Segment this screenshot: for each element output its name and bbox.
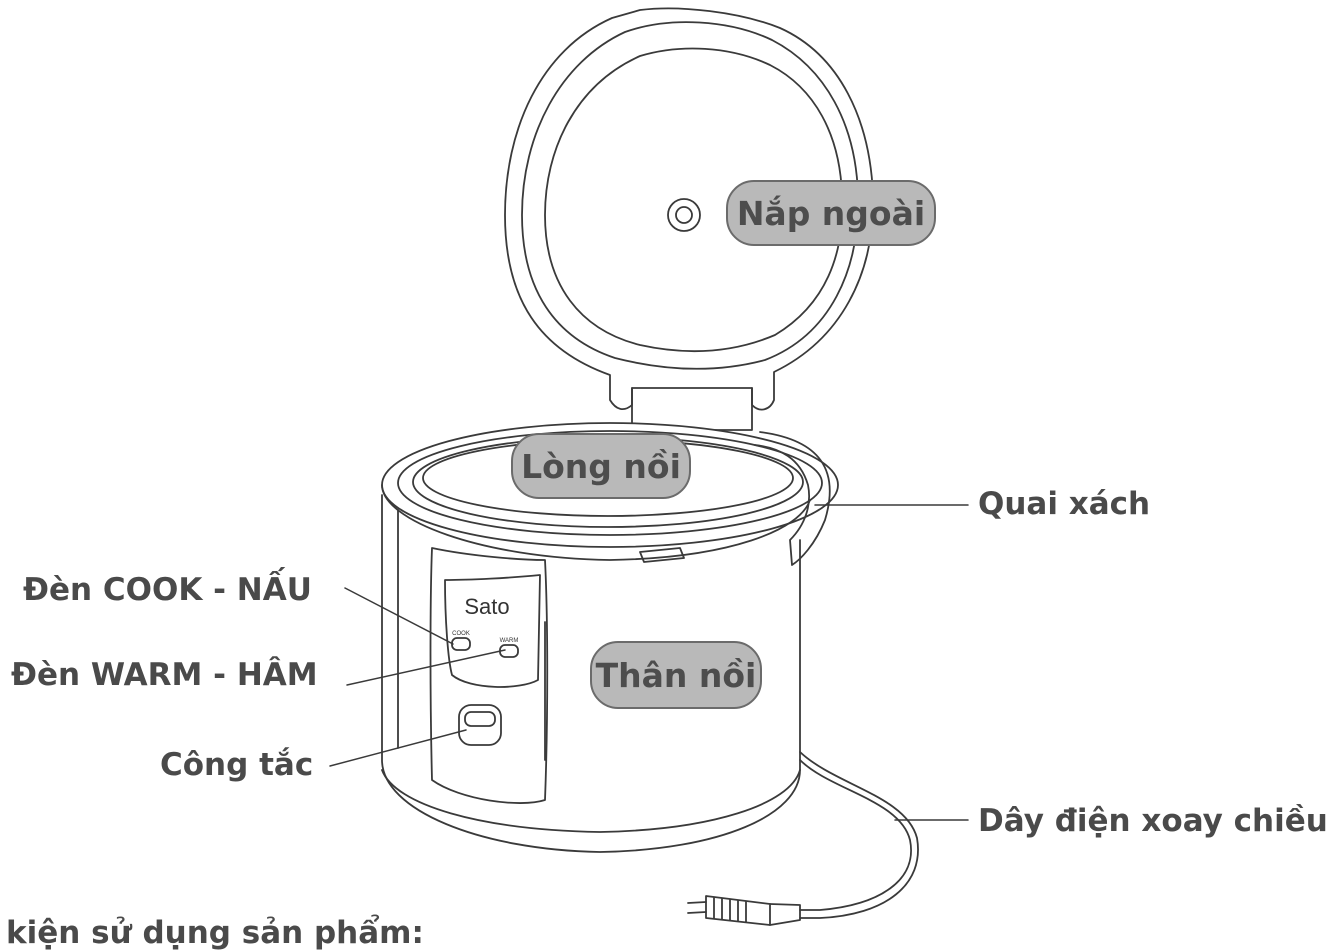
label-switch: Công tắc (160, 747, 314, 783)
cook-lamp-icon (451, 637, 471, 651)
brand-text: Sato (464, 594, 509, 619)
leader-lines (329, 504, 969, 821)
callout-outer-lid: Nắp ngoài (726, 180, 936, 246)
plug-icon (687, 895, 801, 926)
callout-body: Thân nồi (590, 641, 762, 709)
power-switch-icon (458, 704, 502, 746)
steam-vent-icon (667, 198, 701, 232)
label-handle: Quai xách (978, 486, 1151, 522)
label-power-cord: Dây điện xoay chiều (978, 803, 1328, 839)
warm-lamp-text: WARM (500, 638, 519, 644)
power-cord (687, 751, 919, 926)
cook-lamp-text: COOK (452, 631, 470, 637)
label-warm-lamp: Đèn WARM - HÂM (11, 657, 318, 693)
footer-text: kiện sử dụng sản phẩm: (6, 915, 424, 951)
callout-inner-pot: Lòng nồi (511, 433, 691, 499)
label-cook-lamp: Đèn COOK - NẤU (23, 572, 312, 608)
